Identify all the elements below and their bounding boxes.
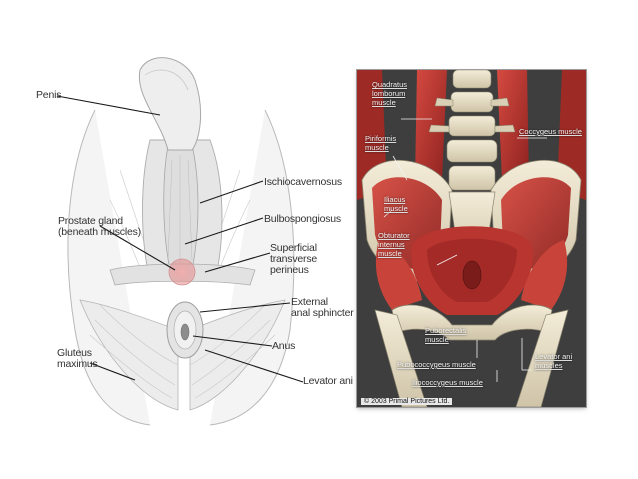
pelvic-illustration <box>357 70 586 407</box>
pelvic-floor-diagram: Quadratus lomborum muscle Piriformis mus… <box>357 70 586 407</box>
perineum-illustration <box>56 57 304 426</box>
label-quadratus-1: Quadratus <box>372 80 408 89</box>
label-gluteus-1: Gluteus <box>57 347 92 359</box>
right-buttock <box>189 299 286 411</box>
obturator-internus-right <box>521 240 568 310</box>
label-ischiocavernosus: Ischiocavernosus <box>264 176 342 188</box>
prostate-gland <box>168 258 196 286</box>
label-iliacus-1: Iliacus <box>384 195 406 204</box>
rectum <box>462 260 482 290</box>
left-buttock <box>79 299 179 411</box>
label-piriformis-1: Piriformis <box>365 134 397 143</box>
bulbospongiosus-shape <box>163 144 199 271</box>
label-penis: Penis <box>36 89 62 101</box>
label-superficial-3: perineus <box>270 264 309 276</box>
label-puborectalis-1: Puborectalis <box>425 326 467 335</box>
label-piriformis-2: muscle <box>365 143 389 152</box>
femur-left <box>374 309 428 407</box>
label-levator-ani-2: muscles <box>535 361 563 370</box>
lumbar-spine <box>446 70 498 191</box>
femur-right <box>515 309 569 407</box>
label-superficial-1: Superficial <box>270 242 317 254</box>
label-bulbospongiosus: Bulbospongiosus <box>264 213 341 225</box>
penis-shape <box>138 57 201 151</box>
label-superficial-2: transverse <box>270 253 318 265</box>
label-levator-ani-1: Levator ani <box>535 352 573 361</box>
perineum-diagram: Penis Ischiocavernosus Prostate gland (b… <box>36 57 354 426</box>
label-obturator-2: internus <box>378 240 405 249</box>
label-puborectalis-2: muscle <box>425 335 449 344</box>
label-pubococcygeus: Pubococcygeus muscle <box>397 360 476 369</box>
anus <box>180 323 190 341</box>
copyright-notice: © 2003 Primal Pictures Ltd. <box>361 398 453 405</box>
label-iliococcygeus: Iliococcygeus muscle <box>412 378 483 387</box>
label-quadratus-2: lomborum <box>372 89 406 98</box>
label-prostate-gland-2: (beneath muscles) <box>58 226 141 238</box>
label-external-1: External <box>291 296 328 308</box>
label-coccygeus: Coccygeus muscle <box>519 127 582 136</box>
label-prostate-gland-1: Prostate gland <box>58 215 123 227</box>
label-external-2: anal sphincter <box>291 307 354 319</box>
label-gluteus-2: maximus <box>57 358 98 370</box>
label-iliacus-2: muscle <box>384 204 408 213</box>
label-anus: Anus <box>272 340 296 352</box>
label-obturator-3: muscle <box>378 249 402 258</box>
label-obturator-1: Obturator <box>378 231 410 240</box>
pubic-arch <box>391 304 553 341</box>
obturator-internus-left <box>375 240 422 310</box>
label-quadratus-3: muscle <box>372 98 396 107</box>
label-levator-ani: Levator ani <box>303 375 353 387</box>
